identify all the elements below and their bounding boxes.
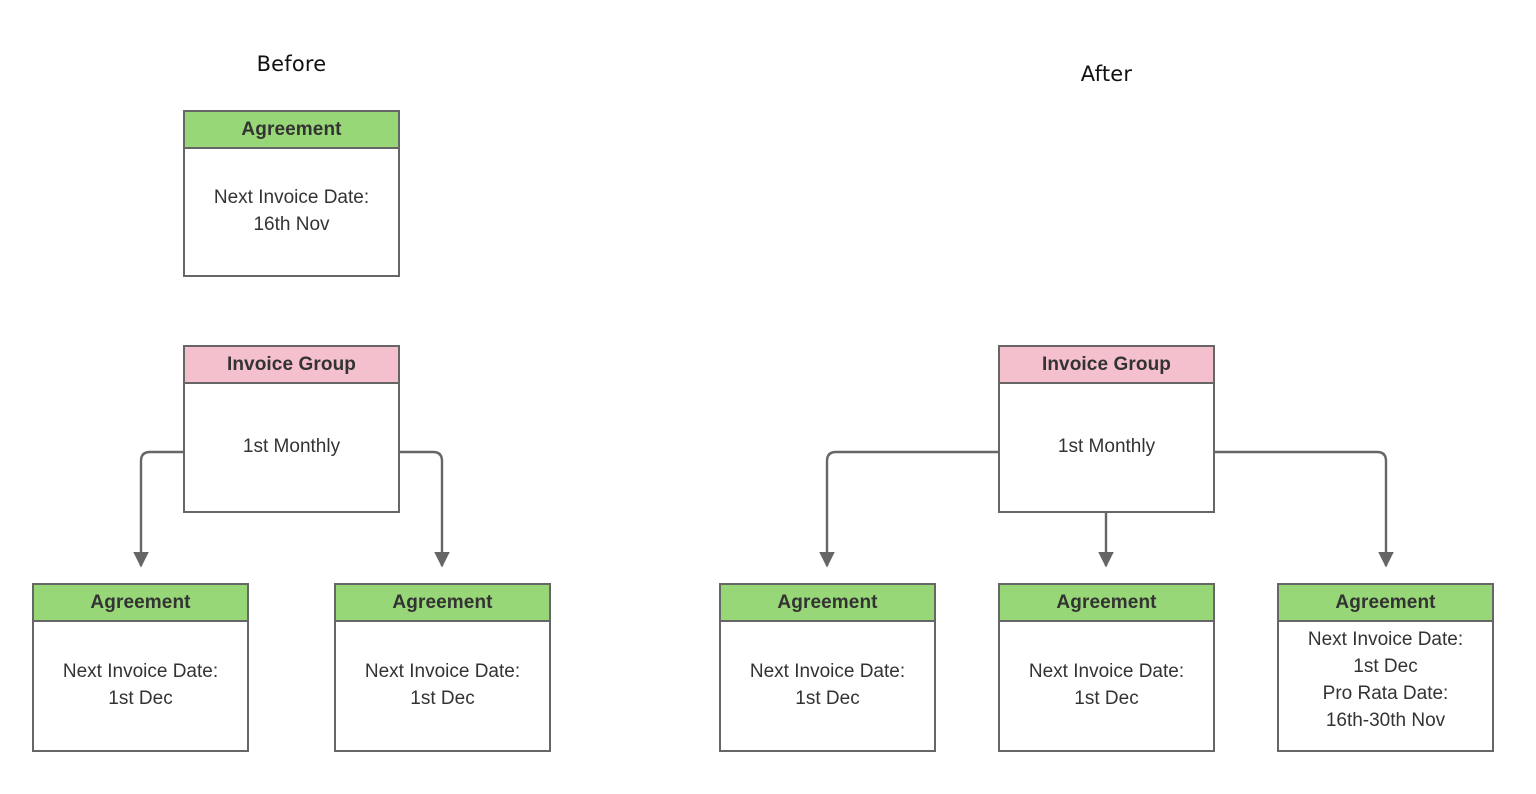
node-body-agreement: Next Invoice Date: 1st Dec: [62, 661, 219, 709]
node-body-agreement: Next Invoice Date: 1st Dec: [749, 661, 906, 709]
node-header-agreement: Agreement: [185, 112, 398, 149]
node-header-agreement: Agreement: [1279, 585, 1492, 622]
section-title-before: Before: [256, 52, 327, 76]
node-header-agreement: Agreement: [721, 585, 934, 622]
edge-before-ig-to-agreement-1: [133, 450, 183, 568]
edge-before-ig-to-agreement-2: [399, 450, 450, 568]
node-body-invoice-group: 1st Monthly: [1057, 436, 1156, 458]
node-agreement-before-2[interactable]: Agreement Next Invoice Date: 1st Dec: [334, 583, 551, 752]
node-invoice-group-before[interactable]: Invoice Group 1st Monthly: [183, 345, 400, 513]
node-body-agreement: Next Invoice Date: 1st Dec: [1028, 661, 1185, 709]
node-agreement-before-1[interactable]: Agreement Next Invoice Date: 1st Dec: [32, 583, 249, 752]
node-header-agreement: Agreement: [1000, 585, 1213, 622]
node-header-invoice-group: Invoice Group: [185, 347, 398, 384]
section-title-after: After: [1080, 62, 1133, 86]
node-body-invoice-group: 1st Monthly: [242, 436, 341, 458]
node-header-invoice-group: Invoice Group: [1000, 347, 1213, 384]
node-header-agreement: Agreement: [34, 585, 247, 622]
edge-after-ig-to-agreement-1: [819, 450, 998, 568]
node-agreement-after-3[interactable]: Agreement Next Invoice Date: 1st Dec Pro…: [1277, 583, 1494, 752]
edge-after-ig-to-agreement-3: [1215, 450, 1394, 568]
node-agreement-after-2[interactable]: Agreement Next Invoice Date: 1st Dec: [998, 583, 1215, 752]
node-body-agreement: Next Invoice Date: 1st Dec: [364, 661, 521, 709]
node-invoice-group-after[interactable]: Invoice Group 1st Monthly: [998, 345, 1215, 513]
node-header-agreement: Agreement: [336, 585, 549, 622]
node-agreement-before-top[interactable]: Agreement Next Invoice Date: 16th Nov: [183, 110, 400, 277]
node-body-agreement: Next Invoice Date: 1st Dec Pro Rata Date…: [1307, 629, 1464, 731]
node-body-agreement: Next Invoice Date: 16th Nov: [213, 187, 370, 235]
node-agreement-after-1[interactable]: Agreement Next Invoice Date: 1st Dec: [719, 583, 936, 752]
